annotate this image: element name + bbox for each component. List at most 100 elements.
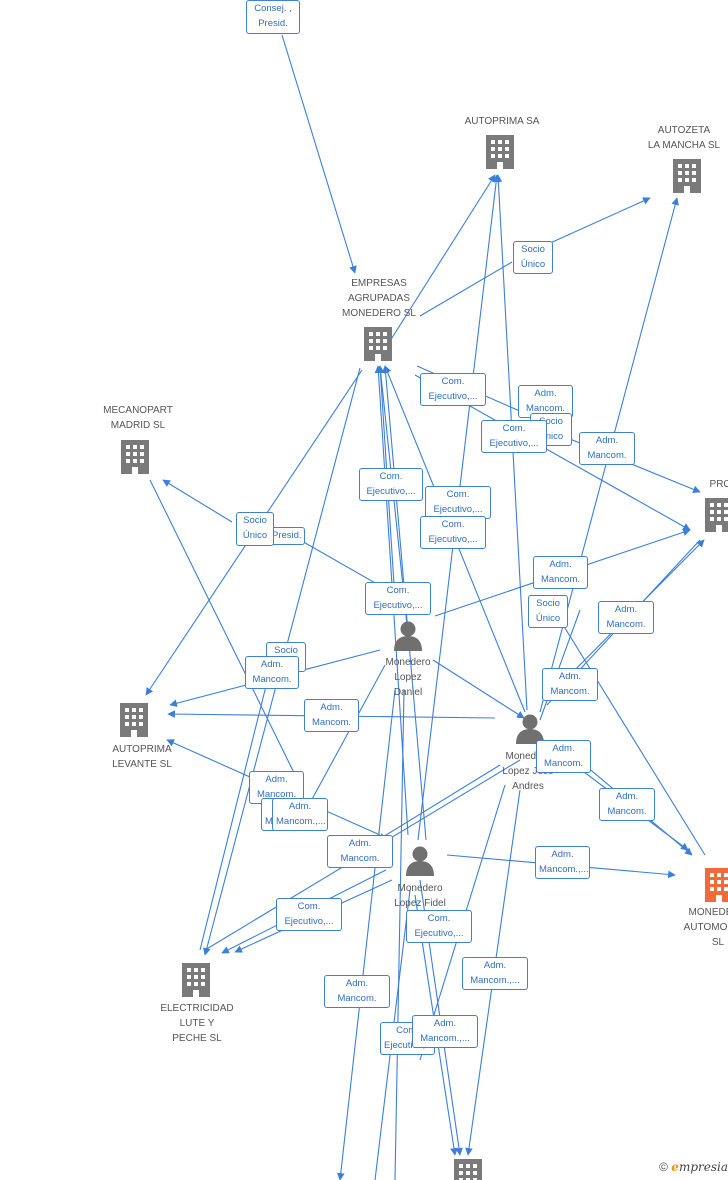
relation-label[interactable]: Com.Ejecutivo,... — [420, 516, 486, 549]
label-line: AUTOPRIMA SA — [464, 116, 540, 127]
relation-label-line: Adm. — [345, 978, 369, 989]
relation-label[interactable]: Adm.Mancom. — [542, 668, 598, 701]
relation-label-line: Adm. — [534, 388, 557, 399]
edge-line — [149, 479, 301, 786]
building-icon[interactable] — [705, 868, 728, 902]
building-icon[interactable] — [486, 135, 514, 169]
relation-label-line: Presid. — [272, 530, 302, 541]
label-line: Lopez Jose — [502, 766, 554, 777]
edge-line — [377, 764, 501, 841]
relation-label-line: Adm. — [265, 774, 288, 785]
label-line: Monedero — [397, 883, 443, 894]
relation-label[interactable]: Consej. ,Presid. — [246, 0, 300, 34]
edge-line — [199, 669, 271, 951]
building-icon[interactable] — [182, 963, 210, 997]
building-icon[interactable] — [120, 703, 148, 737]
relation-label[interactable]: Com.Ejecutivo,... — [481, 420, 547, 453]
relation-label-line: Mancom.,... — [470, 975, 520, 986]
label-line: PROEVA — [709, 479, 728, 490]
label-line: Andres — [512, 781, 544, 792]
copyright-symbol: © — [659, 1160, 668, 1174]
relation-label-line: Com. — [502, 423, 526, 434]
relation-label-line: Socio — [274, 645, 298, 656]
label-line: AUTOPRIMA — [112, 744, 172, 755]
relation-label[interactable]: Com. Ejecutivo,... — [425, 486, 491, 519]
person-icon[interactable] — [406, 846, 434, 877]
relation-label[interactable]: Adm.Mancom. — [536, 740, 591, 773]
relation-label-line: Adm. — [551, 849, 574, 860]
label-line: Lopez Fidel — [394, 898, 446, 909]
relation-label-line: Mancom. — [540, 574, 581, 585]
edge-line — [162, 479, 233, 523]
relation-label[interactable]: Com.Ejecutivo,... — [359, 468, 423, 501]
label-line: Monedero — [385, 657, 431, 668]
label-line: EMPRESAS — [351, 278, 407, 289]
relation-label-line: Adm. — [288, 801, 312, 812]
relation-label[interactable]: Com.Ejecutivo,... — [406, 910, 472, 943]
relation-label[interactable]: Adm. Mancom. — [518, 385, 573, 418]
relation-label[interactable]: Adm.Mancom. — [579, 432, 635, 465]
relation-label[interactable]: Adm.Mancom.,... — [535, 846, 590, 879]
relation-label[interactable]: Adm.Mancom. — [598, 601, 654, 634]
relation-label[interactable]: Adm.Mancom. — [245, 656, 299, 689]
empresia-watermark: © empresia — [659, 1160, 728, 1174]
relation-label[interactable]: Adm.Mancom. — [304, 699, 359, 732]
relation-label[interactable]: Adm. Mancom.,... — [412, 1015, 478, 1048]
relation-label-line: Mancom. — [256, 789, 297, 800]
relation-label[interactable]: Com.Ejecutivo,... — [365, 582, 431, 615]
relation-label-line: Único — [520, 259, 546, 270]
label-line: AUTOZETA — [657, 125, 711, 136]
relation-label-line: Com. — [446, 489, 470, 500]
relation-label-line: Mancom. — [525, 403, 566, 414]
relation-label[interactable]: Adm. Mancom.,... — [272, 798, 328, 831]
relation-label-line: Adm. — [483, 960, 507, 971]
label-line: ELECTRICIDAD — [160, 1003, 234, 1014]
person-icon[interactable] — [394, 621, 422, 652]
building-icon[interactable] — [364, 327, 392, 361]
relation-label-line: Mancom.,... — [276, 816, 326, 827]
relation-label[interactable]: Com.Ejecutivo,... — [276, 898, 342, 931]
relation-label-line: Único — [535, 613, 561, 624]
relation-label-line: Mancom.,... — [420, 1033, 470, 1044]
label-line: Daniel — [393, 687, 423, 698]
company-proeva-label: PROEVA — [686, 477, 728, 492]
relation-label-line: Ejecutivo,... — [373, 600, 423, 611]
relation-label[interactable]: Adm.Mancom. — [327, 835, 393, 868]
company-autoprima_sa-label: AUTOPRIMA SA — [458, 114, 546, 129]
relation-label-line: Adm. — [549, 559, 572, 570]
empresia-logo: empresia — [671, 1160, 728, 1174]
relation-label-line: Ejecutivo,... — [366, 486, 416, 497]
relation-label[interactable]: Adm.Mancom. — [599, 788, 655, 821]
relation-label-line: Ejecutivo,... — [284, 916, 334, 927]
edge-line — [559, 619, 706, 856]
company-mecanopart-label: MECANOPART MADRID SL — [94, 403, 182, 433]
relation-label-line: Adm. — [552, 743, 575, 754]
building-icon[interactable] — [121, 440, 149, 474]
label-line: Lopez — [394, 672, 422, 683]
relation-label-line: Ejecutivo,... — [414, 928, 464, 939]
relation-label[interactable]: Com.Ejecutivo,... — [420, 373, 486, 406]
building-icon[interactable] — [673, 159, 701, 193]
building-icon[interactable] — [454, 1159, 482, 1180]
relation-label-line: Adm. — [433, 1018, 457, 1029]
relation-label-line: Ejecutivo,... — [433, 504, 483, 515]
relation-label-line: Ejecutivo,... — [428, 391, 478, 402]
label-line: MADRID SL — [110, 420, 166, 431]
relation-label-line: Adm. — [615, 791, 639, 802]
building-icon[interactable] — [705, 498, 728, 532]
relation-label-line: Mancom. — [587, 450, 627, 461]
label-line: MECANOPART — [103, 405, 173, 416]
relation-label[interactable]: Adm. Mancom. — [533, 556, 588, 589]
relation-label[interactable]: Adm.Mancom. — [324, 975, 390, 1008]
relation-label[interactable]: Adm. Mancom.,... — [462, 957, 528, 990]
relation-label-line: Mancom. — [550, 686, 590, 697]
relation-label-line: Único — [242, 530, 268, 541]
edge-line — [394, 689, 405, 1180]
